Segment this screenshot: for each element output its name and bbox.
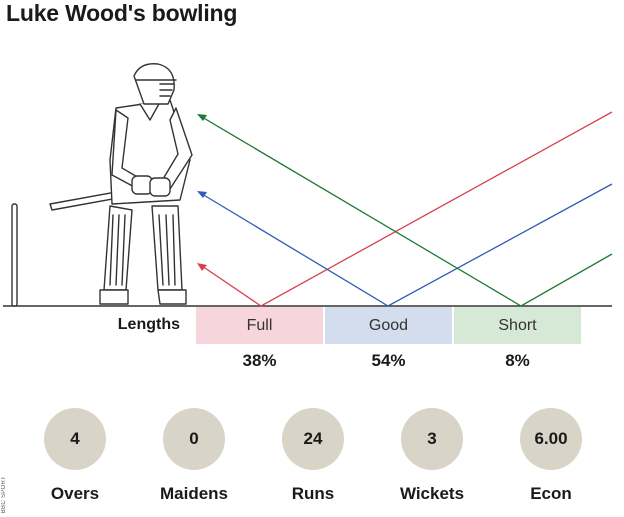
stat-value-circle: 24 — [282, 408, 344, 470]
good-arrowhead — [197, 191, 207, 198]
stat-label: Wickets — [399, 484, 465, 503]
credit-label: BBC SPORT — [1, 476, 7, 514]
lengths-label: Lengths — [117, 316, 180, 333]
stat-wickets: 3 Wickets — [372, 408, 492, 504]
stat-value-circle: 4 — [44, 408, 106, 470]
stat-label: Runs — [291, 484, 335, 503]
percent-good: 54% — [371, 351, 406, 370]
stat-econ: 6.00 Econ — [491, 408, 611, 504]
band-full: Full — [196, 307, 323, 344]
short-arrowhead — [197, 114, 207, 121]
band-good-label: Good — [368, 316, 409, 334]
stat-label: Econ — [530, 484, 572, 503]
good-trajectory — [197, 183, 613, 307]
stat-label: Maidens — [159, 484, 229, 503]
percent-full: 38% — [242, 351, 277, 370]
percent-short: 8% — [505, 351, 530, 370]
short-trajectory — [197, 114, 613, 307]
stat-runs: 24 Runs — [253, 408, 373, 504]
page-title: Luke Wood's bowling — [6, 0, 238, 26]
stat-label: Overs — [50, 484, 100, 503]
full-trajectory — [197, 111, 613, 307]
stat-overs: 4 Overs — [15, 408, 135, 504]
band-short: Short — [454, 307, 581, 344]
stat-value-circle: 3 — [401, 408, 463, 470]
band-full-label: Full — [246, 316, 273, 334]
band-short-label: Short — [498, 316, 537, 334]
full-arrowhead — [197, 263, 207, 271]
band-good: Good — [325, 307, 452, 344]
batter-icon — [49, 63, 193, 305]
stat-value-circle: 6.00 — [520, 408, 582, 470]
stumps-icon — [11, 203, 18, 307]
stat-value-circle: 0 — [163, 408, 225, 470]
stat-maidens: 0 Maidens — [134, 408, 254, 504]
